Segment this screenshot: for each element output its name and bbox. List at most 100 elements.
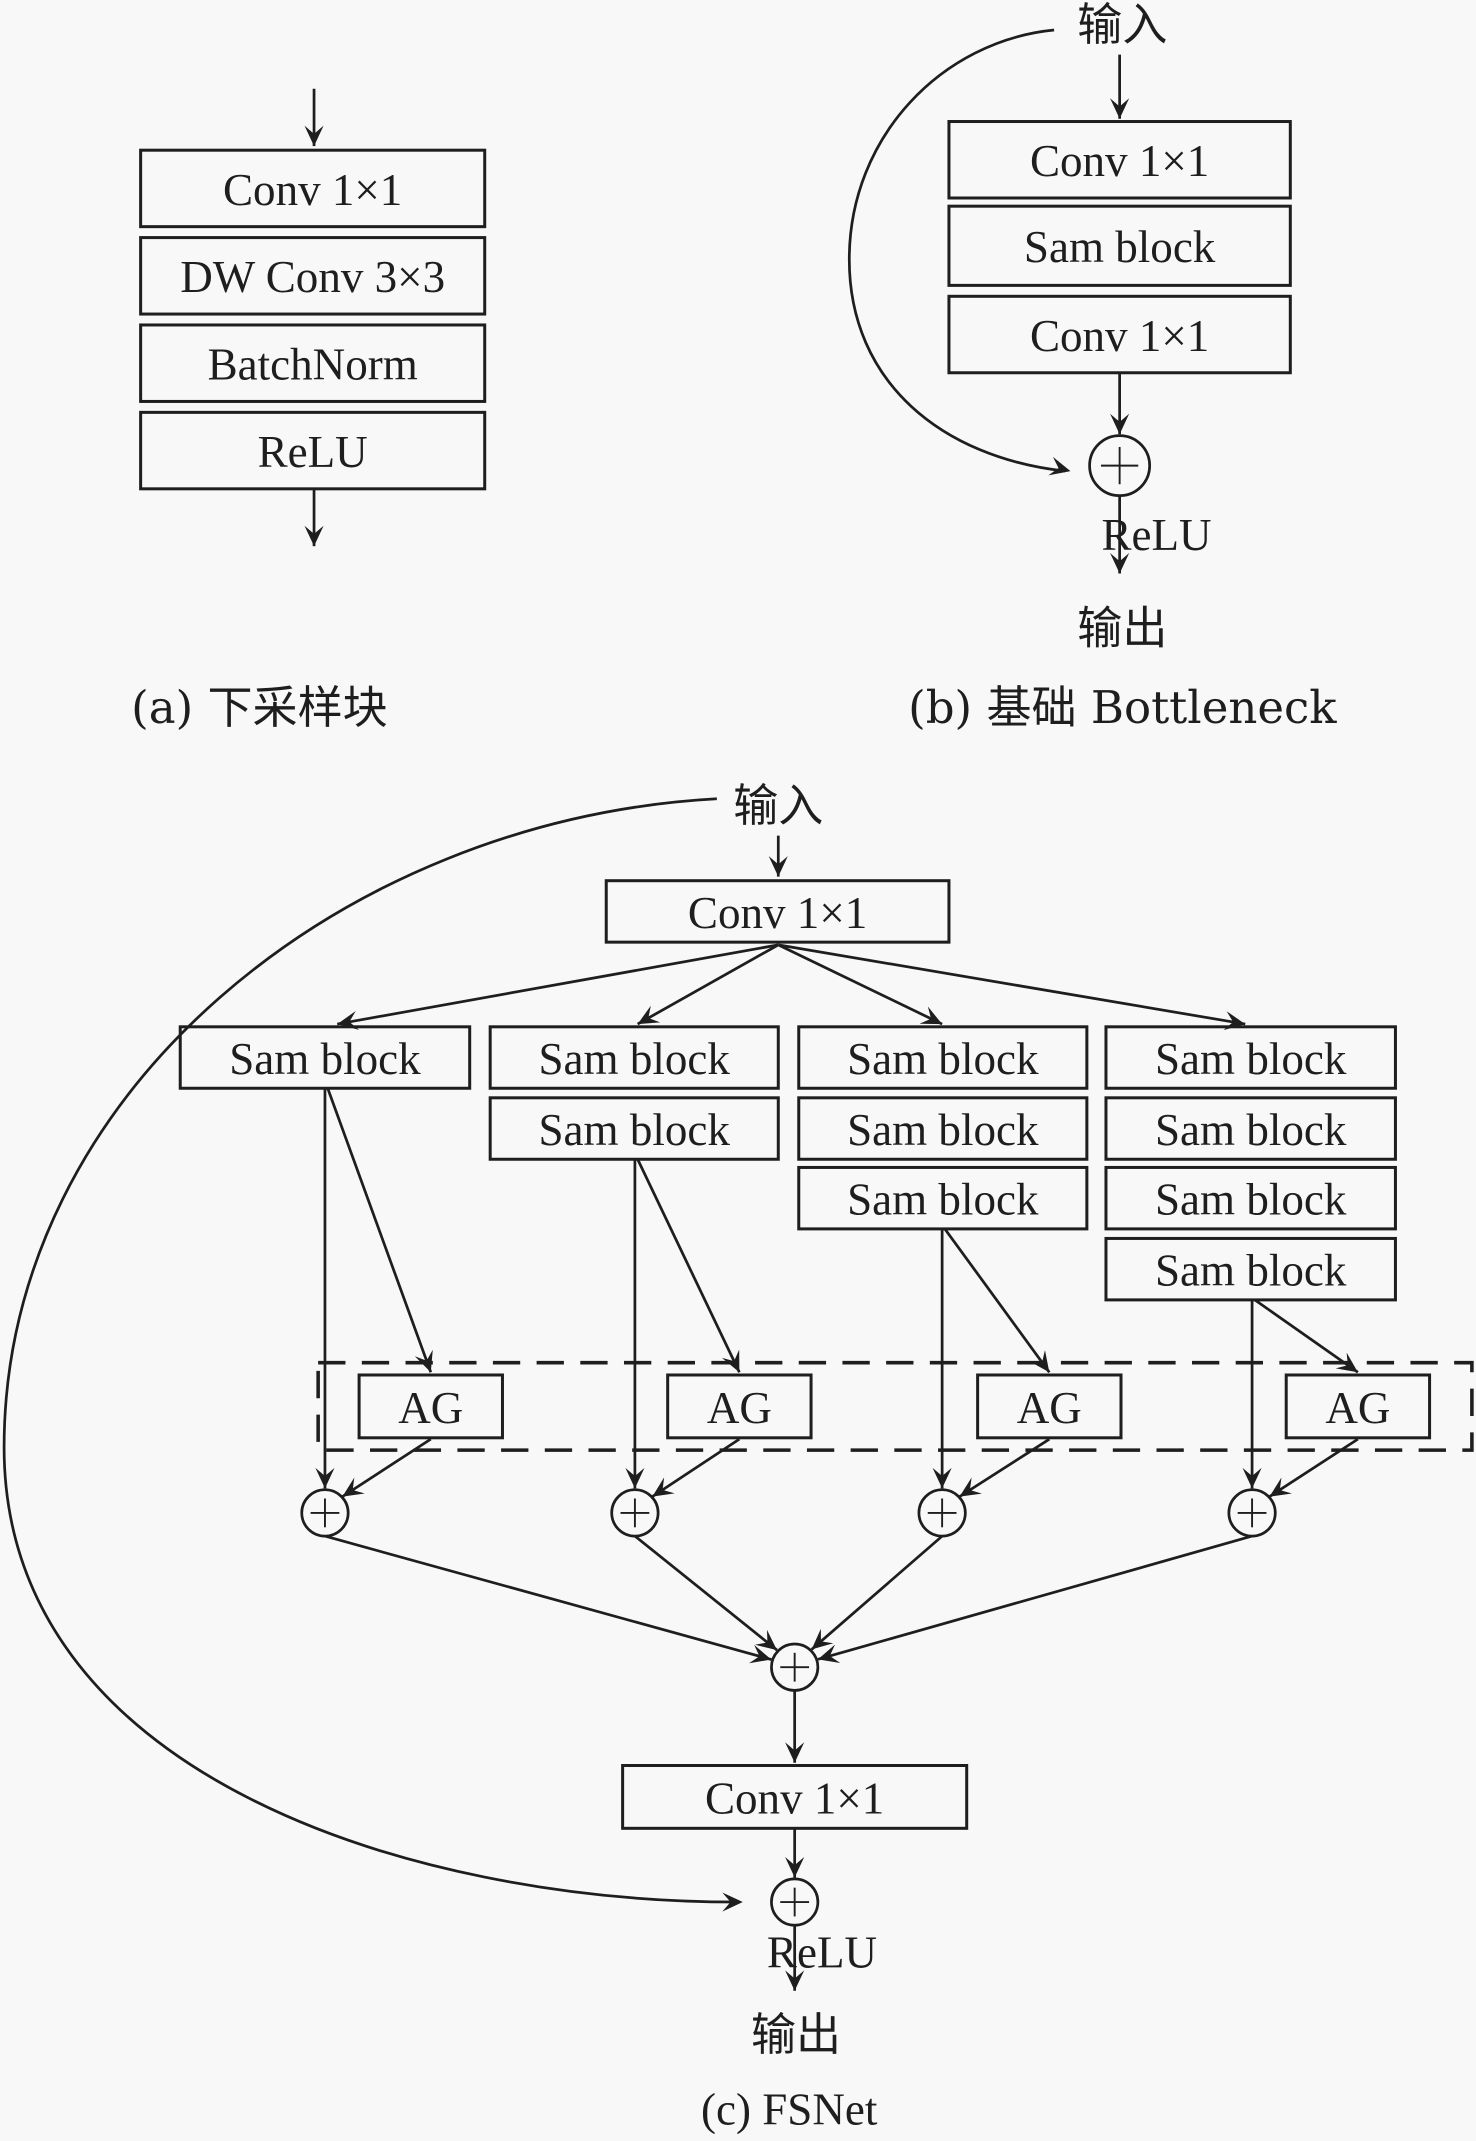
c-branch-4-to-sum-arrow bbox=[817, 1534, 1253, 1661]
c-branch-4-ag-to-add-arrow-head bbox=[1269, 1477, 1292, 1497]
a-block-3 bbox=[139, 323, 487, 403]
c-caption: (c) FSNet bbox=[701, 2085, 878, 2135]
c-branch-2-to-sum-arrow bbox=[634, 1535, 778, 1652]
c-branch-3-ag-to-add-arrow bbox=[958, 1438, 1051, 1498]
c-input-arrow-head bbox=[768, 856, 788, 877]
c-sum-to-conv-arrow-head bbox=[785, 1742, 805, 1763]
c-branch-3-sam-block-1-label: Sam block bbox=[847, 1034, 1039, 1084]
c-branch-1-arrow-head bbox=[337, 1011, 360, 1030]
c-branch-4-sam-block-3 bbox=[1104, 1165, 1397, 1231]
c-input-label: 输入 bbox=[733, 779, 823, 832]
c-branch-4-to-ag-arrow bbox=[1254, 1298, 1359, 1374]
b-to-add-arrow-head bbox=[1110, 413, 1130, 435]
c-branch-3-to-ag-arrow-head bbox=[1029, 1350, 1050, 1373]
b-caption: (b) 基础 Bottleneck bbox=[908, 681, 1337, 734]
b-block-2 bbox=[947, 204, 1292, 287]
c-branch-3-ag-label: AG bbox=[1017, 1383, 1082, 1433]
c-branch-4-ag bbox=[1284, 1373, 1432, 1440]
c-branch-4-sam-block-2 bbox=[1104, 1096, 1397, 1161]
c-branch-1-arrow bbox=[337, 943, 779, 1026]
c-branch-3-ag bbox=[976, 1373, 1123, 1440]
c-branch-2-ag-label: AG bbox=[707, 1383, 772, 1433]
c-branch-2-arrow bbox=[636, 943, 779, 1026]
c-input-conv-label: Conv 1×1 bbox=[688, 888, 867, 938]
b-block-3-label: Conv 1×1 bbox=[1030, 311, 1209, 361]
b-skip-connection-head bbox=[1048, 456, 1071, 476]
c-attention-gate-group bbox=[316, 1360, 1474, 1452]
c-branch-3-sam-block-3-label: Sam block bbox=[847, 1175, 1039, 1225]
node-layer bbox=[139, 98, 1474, 1991]
c-branch-2-residual-arrow-head bbox=[625, 1467, 645, 1489]
c-output-arrow-head bbox=[785, 1970, 805, 1991]
c-branch-1-to-sum-arrow bbox=[324, 1534, 772, 1661]
c-branch-4-sam-block-4 bbox=[1104, 1236, 1397, 1302]
b-output-arrow-head bbox=[1110, 553, 1130, 574]
b-block-2-label: Sam block bbox=[1024, 222, 1216, 272]
c-branch-3-sam-block-1 bbox=[797, 1025, 1089, 1090]
c-branch-1-ag-to-add-arrow bbox=[341, 1438, 432, 1498]
a-block-4 bbox=[139, 410, 487, 491]
c-branch-2-sam-block-1-label: Sam block bbox=[539, 1034, 731, 1084]
c-skip-connection-head bbox=[722, 1892, 743, 1912]
c-branch-4-sam-block-2-label: Sam block bbox=[1155, 1105, 1347, 1155]
c-branch-1-to-ag-arrow-head bbox=[414, 1349, 433, 1373]
c-branch-2-arrow-head bbox=[637, 1005, 661, 1025]
c-branch-2-sam-block-2-label: Sam block bbox=[539, 1105, 731, 1155]
c-relu-label: ReLU bbox=[767, 1928, 877, 1978]
c-branch-1-residual-arrow-head bbox=[315, 1467, 335, 1489]
c-branch-1-sam-block-1 bbox=[178, 1025, 472, 1090]
c-branch-3-sam-block-2 bbox=[797, 1096, 1089, 1161]
c-branch-2-ag-to-add-arrow-head bbox=[652, 1477, 675, 1497]
a-block-1-label: Conv 1×1 bbox=[223, 165, 402, 215]
a-block-2-label: DW Conv 3×3 bbox=[180, 252, 445, 302]
c-branch-3-sam-block-3 bbox=[797, 1165, 1089, 1231]
c-branch-1-ag bbox=[357, 1373, 504, 1440]
c-branch-1-ag-label: AG bbox=[398, 1383, 463, 1433]
b-input-arrow-head bbox=[1110, 98, 1130, 119]
b-relu-label: ReLU bbox=[1101, 510, 1211, 560]
c-branch-3-ag-to-add-arrow-head bbox=[959, 1477, 982, 1497]
c-branch-4-ag-label: AG bbox=[1325, 1383, 1390, 1433]
c-branch-2-ag-to-add-arrow bbox=[651, 1438, 741, 1498]
c-branch-3-to-ag-arrow bbox=[943, 1228, 1051, 1374]
c-branch-2-ag bbox=[666, 1373, 813, 1440]
c-branch-3-to-sum-arrow-head bbox=[811, 1628, 834, 1650]
connector-layer bbox=[2, 28, 1359, 1991]
c-branch-4-ag-to-add-arrow bbox=[1268, 1438, 1359, 1498]
a-block-2 bbox=[139, 236, 487, 316]
b-block-3 bbox=[947, 294, 1292, 375]
a-block-4-label: ReLU bbox=[258, 427, 368, 477]
c-conv-to-add-arrow-head bbox=[785, 1856, 805, 1878]
c-branch-2-to-sum-arrow-head bbox=[755, 1629, 777, 1651]
c-branch-4-sam-block-1-label: Sam block bbox=[1155, 1034, 1347, 1084]
c-branch-1-sam-block-1-label: Sam block bbox=[229, 1034, 421, 1084]
b-output-label: 输出 bbox=[1077, 602, 1167, 655]
a-caption: (a) 下采样块 bbox=[131, 681, 388, 734]
c-branch-1-to-ag-arrow bbox=[326, 1087, 433, 1373]
c-branch-2-to-ag-arrow-head bbox=[721, 1349, 740, 1373]
c-branch-4-to-sum-arrow-head bbox=[817, 1644, 841, 1663]
a-input-arrow-head bbox=[304, 125, 324, 147]
c-branch-4-residual-arrow-head bbox=[1242, 1467, 1262, 1489]
a-block-3-label: BatchNorm bbox=[208, 340, 418, 390]
c-branch-4-sam-block-3-label: Sam block bbox=[1155, 1175, 1347, 1225]
b-block-1 bbox=[947, 120, 1292, 200]
c-branch-2-sam-block-1 bbox=[488, 1025, 780, 1090]
b-skip-connection bbox=[847, 28, 1066, 473]
c-branch-3-residual-arrow-head bbox=[932, 1467, 952, 1489]
c-branch-4-arrow bbox=[778, 943, 1246, 1026]
c-branch-2-to-ag-arrow bbox=[636, 1158, 741, 1373]
c-output-conv bbox=[621, 1764, 969, 1830]
c-output-conv-label: Conv 1×1 bbox=[705, 1773, 884, 1823]
a-block-1 bbox=[139, 148, 487, 229]
c-branch-4-to-ag-arrow-head bbox=[1335, 1352, 1358, 1373]
c-branch-3-to-sum-arrow bbox=[810, 1535, 944, 1651]
b-block-1-label: Conv 1×1 bbox=[1030, 136, 1209, 186]
c-branch-1-ag-to-add-arrow-head bbox=[342, 1477, 365, 1497]
c-branch-2-sam-block-2 bbox=[488, 1096, 780, 1161]
c-branch-4-sam-block-1 bbox=[1104, 1025, 1397, 1090]
c-branch-3-sam-block-2-label: Sam block bbox=[847, 1105, 1039, 1155]
b-input-label: 输入 bbox=[1077, 0, 1167, 51]
